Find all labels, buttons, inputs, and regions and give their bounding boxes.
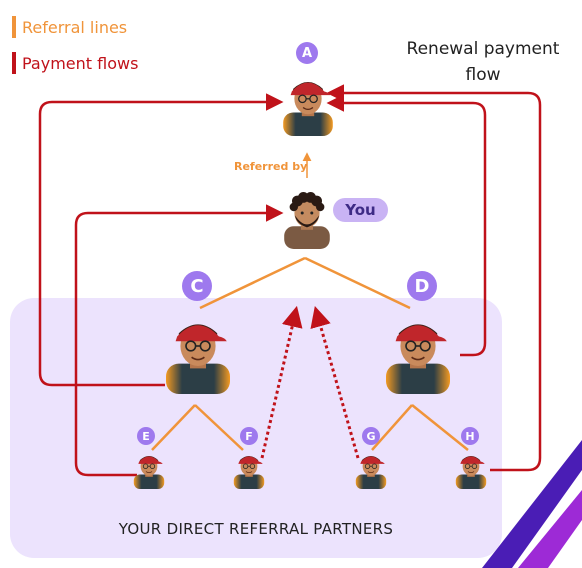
avatar-you [284,192,330,249]
accent-stripe-dark [482,440,582,568]
badge-e: E [137,427,155,445]
payment-flow-c-to-a [38,93,284,387]
referral-line-c-f [194,404,244,451]
badge-d: D [407,271,437,301]
payment-flow-h-to-a [326,84,542,472]
badge-c: C [182,271,212,301]
badge-f: F [240,427,258,445]
accent-stripe-light [518,490,582,568]
legend-payment-label: Payment flows [22,53,139,73]
diagram-title: Renewal payment flow [388,36,578,88]
badge-a: A [296,42,318,64]
referral-line-d-h [411,404,469,451]
title-line-2: flow [465,65,501,85]
referral-line-c-e [151,404,196,451]
referral-line-d-g [371,404,413,451]
payment-flow-f-to-you [260,305,303,459]
legend-payment-swatch [12,52,16,74]
payment-flow-e-to-you [74,204,284,477]
referral-partners-zone [10,298,502,558]
badge-h: H [461,427,479,445]
you-tag: You [333,198,388,222]
legend-referral: Referral lines [12,16,127,38]
payment-flow-g-to-you [310,305,360,459]
legend-payment: Payment flows [12,52,138,74]
referral-line-you-d [304,256,411,310]
payment-flow-d-to-a [326,94,487,357]
badge-g: G [362,427,380,445]
legend-referral-label: Referral lines [22,17,128,37]
referred-by-label: Referred by [234,160,308,173]
avatar-a [282,81,334,137]
legend-referral-swatch [12,16,16,38]
title-line-1: Renewal payment [406,39,560,59]
referral-partners-label: YOUR DIRECT REFERRAL PARTNERS [118,520,394,538]
referral-line-you-c [199,256,306,310]
